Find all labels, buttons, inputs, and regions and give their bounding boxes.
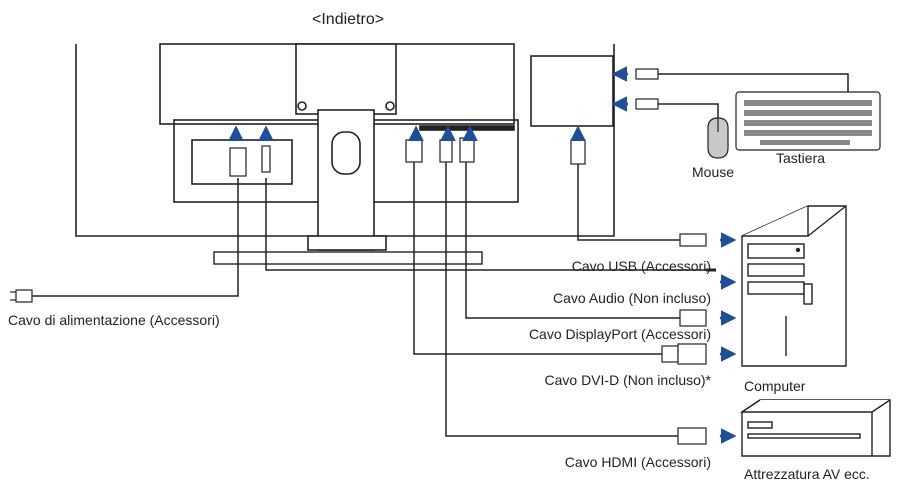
displayport-cable-label: Cavo DisplayPort (Accessori) bbox=[528, 326, 711, 342]
audio-cable-label: Cavo Audio (Non incluso) bbox=[553, 290, 711, 306]
direction-arrows bbox=[228, 66, 737, 444]
dvi-cable-label: Cavo DVI-D (Non incluso)* bbox=[544, 372, 712, 388]
computer-icon bbox=[741, 205, 847, 367]
usb-cable-label: Cavo USB (Accessori) bbox=[571, 258, 711, 274]
monitor-base bbox=[213, 251, 483, 265]
av-equipment-label: Attrezzatura AV ecc. bbox=[744, 466, 870, 482]
computer-label: Computer bbox=[744, 378, 806, 394]
mouse-label: Mouse bbox=[692, 164, 735, 180]
connectors bbox=[10, 68, 716, 445]
mouse-icon bbox=[707, 117, 729, 159]
av-equipment-icon bbox=[739, 399, 891, 457]
hdmi-cable-label: Cavo HDMI (Accessori) bbox=[564, 454, 711, 470]
monitor-stand bbox=[295, 43, 397, 251]
keyboard-label: Tastiera bbox=[776, 150, 826, 166]
keyboard-icon bbox=[735, 91, 881, 151]
power-cable-label: Cavo di alimentazione (Accessori) bbox=[8, 312, 220, 328]
diagram-title: <Indietro> bbox=[312, 11, 385, 28]
cables bbox=[32, 73, 849, 437]
